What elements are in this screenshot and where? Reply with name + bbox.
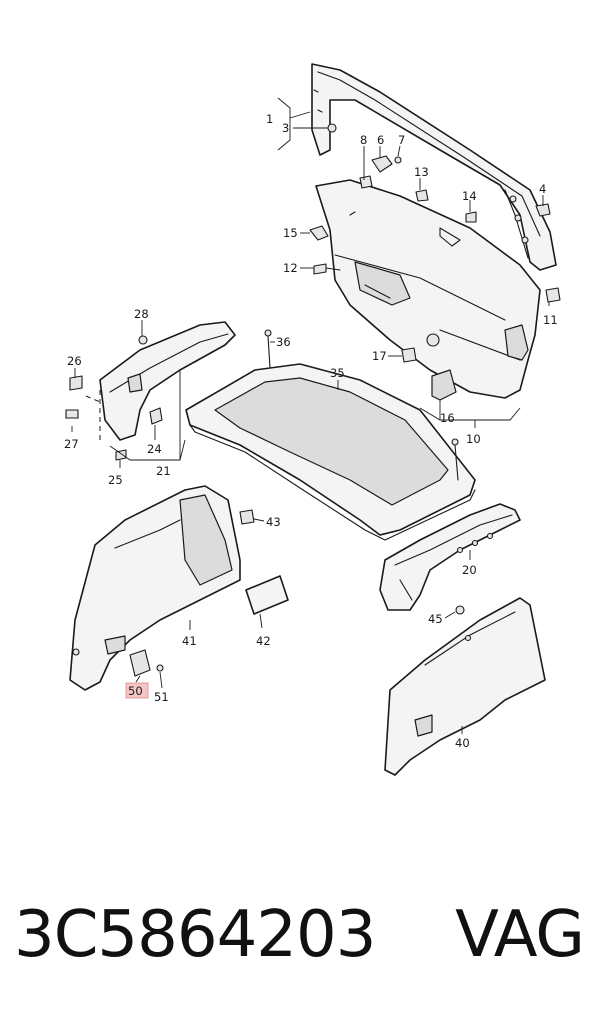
callout-42: 42 xyxy=(256,634,271,648)
callout-17: 17 xyxy=(372,349,387,363)
callout-14: 14 xyxy=(462,189,477,203)
parts-diagram: 1 3 8 6 7 13 4 14 15 12 11 17 16 10 28 2… xyxy=(64,63,561,776)
callout-8: 8 xyxy=(360,133,367,147)
clip-parts-tailgate xyxy=(309,155,561,401)
callout-labels: 1 3 8 6 7 13 4 14 15 12 11 17 16 10 28 2… xyxy=(64,112,558,750)
callout-21: 21 xyxy=(156,464,171,478)
callout-12: 12 xyxy=(283,261,298,275)
callout-36: 36 xyxy=(276,335,291,349)
highlight-part-50 xyxy=(125,682,149,699)
callout-40: 40 xyxy=(455,736,470,750)
callout-27: 27 xyxy=(64,437,79,451)
callout-7: 7 xyxy=(398,133,405,147)
callout-28: 28 xyxy=(134,307,149,321)
callout-3: 3 xyxy=(282,121,289,135)
callout-6: 6 xyxy=(377,133,384,147)
callout-15: 15 xyxy=(283,226,298,240)
callout-20: 20 xyxy=(462,563,477,577)
parcel-shelf xyxy=(185,329,476,541)
right-side-trim xyxy=(384,597,546,776)
part-number: 3C5864203 xyxy=(14,898,376,972)
left-upper-trim xyxy=(65,321,236,461)
callout-1: 1 xyxy=(266,112,273,126)
callout-13: 13 xyxy=(414,165,429,179)
callout-51: 51 xyxy=(154,690,169,704)
leader-lines xyxy=(71,97,550,734)
callout-45: 45 xyxy=(428,612,443,626)
right-upper-trim xyxy=(379,503,521,611)
cover-panel xyxy=(245,575,289,615)
tailgate-trim-panel xyxy=(315,179,541,399)
caption: 3C5864203 VAG xyxy=(0,885,600,985)
callout-25: 25 xyxy=(108,473,123,487)
callout-24: 24 xyxy=(147,442,162,456)
callout-16: 16 xyxy=(440,411,455,425)
callout-35: 35 xyxy=(330,366,345,380)
callout-10: 10 xyxy=(466,432,481,446)
callout-4: 4 xyxy=(539,182,546,196)
callout-41: 41 xyxy=(182,634,197,648)
left-side-trim xyxy=(69,485,255,691)
callout-26: 26 xyxy=(67,354,82,368)
brand-name: VAG xyxy=(455,898,585,972)
callout-50: 50 xyxy=(128,684,143,698)
callout-43: 43 xyxy=(266,515,281,529)
tailgate-frame xyxy=(311,63,557,271)
callout-11: 11 xyxy=(543,313,558,327)
